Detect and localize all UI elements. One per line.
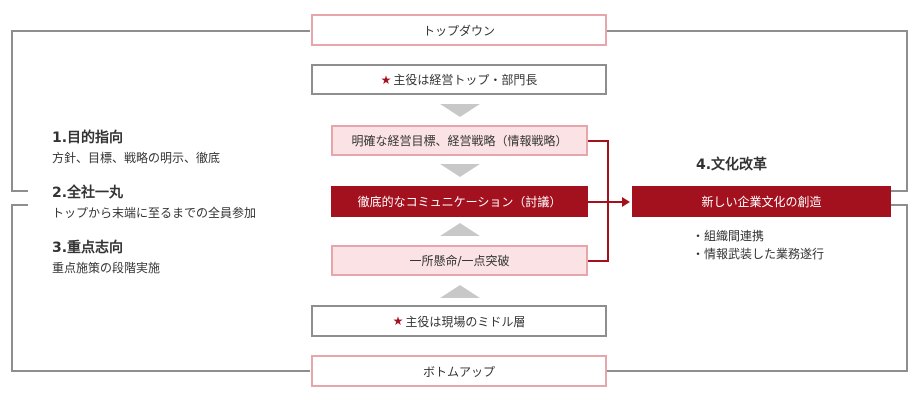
leaders-text: 主役は経営トップ・部門長 bbox=[393, 73, 538, 87]
arrow-to-culture bbox=[622, 197, 630, 207]
top-down-text: トップダウン bbox=[422, 23, 495, 38]
principle-desc: 方針、目標、戦略の明示、徹底 bbox=[52, 151, 221, 165]
bottom-up-label: ボトムアップ bbox=[311, 355, 607, 387]
frame-bottom-right bbox=[606, 204, 908, 372]
up-arrow-1 bbox=[440, 223, 480, 236]
goals-box: 明確な経営目標、経営戦略（情報戦略） bbox=[331, 125, 588, 156]
leaders-box: ★ 主役は経営トップ・部門長 bbox=[311, 64, 607, 95]
frame-top-right bbox=[606, 30, 908, 192]
principle-1: 1.目的指向 方針、目標、戦略の明示、徹底 bbox=[52, 127, 220, 166]
principle-title: 3.重点志向 bbox=[52, 240, 124, 256]
bottom-up-text: ボトムアップ bbox=[422, 364, 495, 379]
culture-title: 4.文化改革 bbox=[696, 157, 768, 173]
commitment-box: 一所懸命/一点突破 bbox=[331, 245, 588, 276]
culture-box-text: 新しい企業文化の創造 bbox=[701, 195, 822, 209]
commitment-text: 一所懸命/一点突破 bbox=[409, 254, 510, 268]
principle-desc: トップから末端に至るまでの全員参加 bbox=[52, 206, 257, 220]
star-icon: ★ bbox=[380, 72, 392, 87]
middle-layer-box: ★ 主役は現場のミドル層 bbox=[311, 305, 607, 337]
bullet-item: ・組織間連携 bbox=[692, 229, 765, 243]
top-down-label: トップダウン bbox=[311, 14, 607, 46]
down-arrow-1 bbox=[440, 104, 480, 117]
up-arrow-2 bbox=[440, 285, 480, 298]
star-icon: ★ bbox=[392, 314, 404, 328]
down-arrow-2 bbox=[440, 164, 480, 177]
bullet-item: ・情報武装した業務遂行 bbox=[692, 247, 825, 261]
frame-top-left bbox=[11, 30, 310, 192]
principle-title: 1.目的指向 bbox=[52, 130, 124, 146]
culture-box: 新しい企業文化の創造 bbox=[632, 186, 891, 217]
communication-box: 徹底的なコミュニケーション（討議） bbox=[331, 186, 588, 217]
principle-2: 2.全社一丸 トップから末端に至るまでの全員参加 bbox=[52, 182, 256, 221]
principle-desc: 重点施策の段階実施 bbox=[52, 261, 161, 275]
goals-text: 明確な経営目標、経営戦略（情報戦略） bbox=[351, 134, 568, 148]
culture-bullets: ・組織間連携 ・情報武装した業務遂行 bbox=[692, 227, 824, 263]
bracket-goals bbox=[588, 140, 609, 202]
principle-3: 3.重点志向 重点施策の段階実施 bbox=[52, 237, 160, 276]
middle-layer-text: 主役は現場のミドル層 bbox=[405, 314, 526, 329]
bracket-commitment bbox=[588, 202, 609, 262]
frame-bottom-left bbox=[11, 204, 310, 372]
principle-title: 2.全社一丸 bbox=[52, 185, 124, 201]
communication-text: 徹底的なコミュニケーション（討議） bbox=[357, 195, 562, 209]
